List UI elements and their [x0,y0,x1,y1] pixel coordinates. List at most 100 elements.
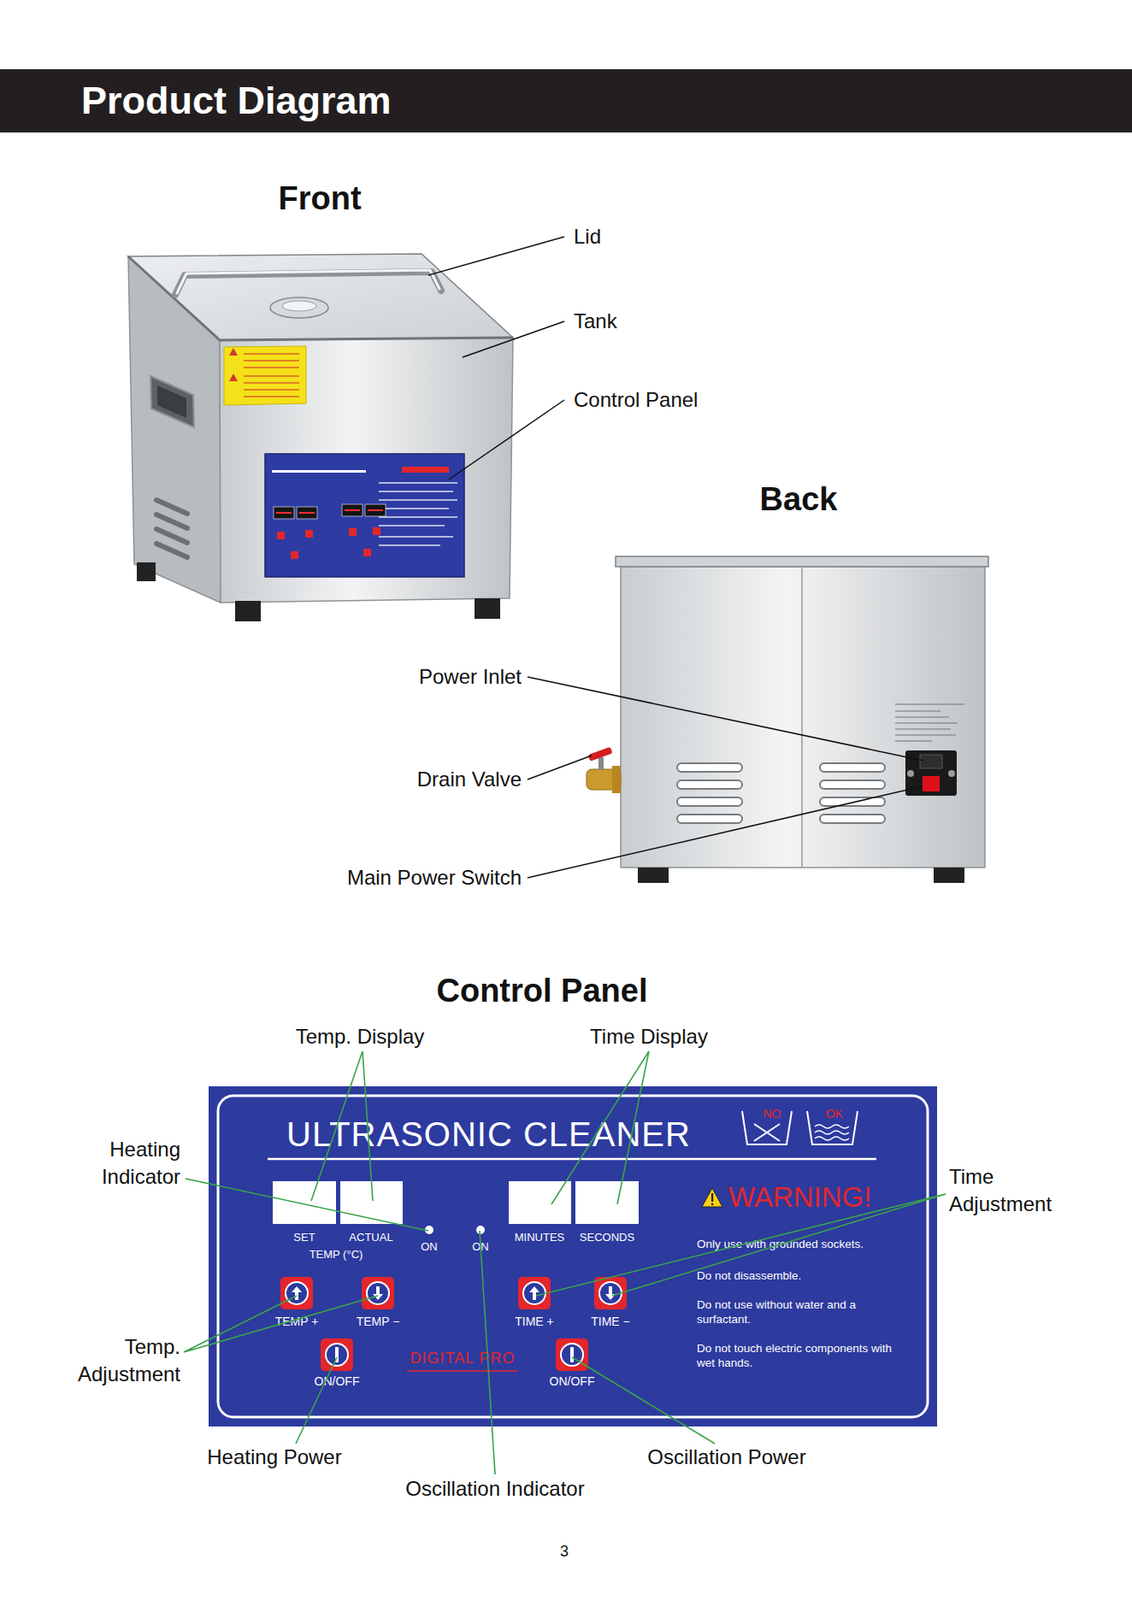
panel-text: Only use with grounded sockets. [696,1238,864,1253]
ok-tub-icon [807,1111,858,1145]
panel-text: SECONDS [579,1231,635,1245]
power-inlet-module [905,750,957,796]
drain-valve-handle [588,747,614,762]
lid-knob-top [282,300,317,312]
foot [933,867,965,884]
foot [136,562,156,582]
button-face [320,1338,354,1372]
sticker-icons [229,347,238,382]
lid-knob [270,297,329,319]
warning-triangle [701,1188,723,1208]
button-ring [285,1282,308,1305]
heating-power-button [320,1338,354,1372]
up-arrow [529,1286,540,1301]
down-arrow [372,1286,384,1301]
panel-text: Do not use without water and a surfactan… [696,1298,881,1328]
button-face [594,1277,627,1310]
leader-line [185,1179,429,1232]
part-label: Lid [573,224,602,250]
temp-down-button [361,1277,395,1310]
panel-leader-lines [183,1051,946,1475]
part-label: Temp. Adjustment [52,1333,181,1390]
panel-text: Do not touch electric components with we… [696,1342,896,1372]
part-label: Power Inlet [418,664,522,690]
mini-panel-print [401,466,449,473]
panel-text: TEMP + [275,1314,319,1331]
power-bar [570,1347,574,1363]
up-arrow [291,1286,302,1301]
section-heading: Control Panel [436,971,648,1013]
panel-text: ON [420,1240,438,1255]
oscillation-indicator-led [476,1226,485,1235]
power-bar [335,1347,339,1363]
tank-back [620,566,985,868]
button-ring [560,1344,584,1367]
mini-panel-print [271,470,366,473]
temp-display [272,1181,337,1225]
temp-display [340,1181,403,1225]
part-label: Heating Power [206,1444,342,1471]
panel-text: ULTRASONIC CLEANER [286,1113,691,1156]
panel-text: ON/OFF [549,1374,596,1391]
panel-text: WARNING! [728,1179,872,1215]
title-underline [267,1158,877,1162]
warning-mark [711,1203,714,1207]
front-tank [128,253,513,622]
control-panel: ULTRASONIC CLEANERNOOKWARNING!SETACTUALT… [208,1086,938,1427]
drain-valve-stem [598,757,604,771]
panel-seam [801,566,803,868]
title-band: Product Diagram [0,69,1132,133]
mini-button [290,551,299,560]
time-up-button [518,1277,551,1310]
part-label: Control Panel [573,387,698,413]
foot [474,598,501,620]
rating-label-print [895,704,965,742]
screw [948,770,956,778]
lid-handle [175,271,442,295]
leader-lines [428,236,924,879]
panel-text: SET [293,1231,315,1245]
page-number: 3 [560,1542,569,1563]
vent-slot [677,780,743,790]
vent-slot [819,780,885,790]
foot [235,601,261,622]
panel-text: MINUTES [514,1231,566,1245]
power-switch [922,776,940,792]
button-face [361,1277,395,1310]
leader-line [448,400,565,480]
leader-line [527,755,592,780]
tank-rim [615,556,989,567]
oscillation-power-button [555,1338,589,1372]
part-label: Oscillation Indicator [405,1476,584,1503]
leader-line [183,1296,378,1353]
screw [907,770,914,778]
panel-text: TIME − [590,1314,631,1331]
mini-display-digits [276,510,384,513]
time-down-button [594,1277,627,1310]
leader-line [479,1231,496,1475]
side-handle [150,376,195,428]
part-label: Heating Indicator [69,1136,181,1192]
vent-slot [819,797,885,807]
time-display [508,1181,572,1225]
part-label: Main Power Switch [347,865,522,891]
back-tank [586,556,989,884]
warning-mark [711,1193,714,1203]
leader-line [571,1357,715,1445]
lid-rim [128,256,513,341]
mini-button [277,531,285,540]
ok-water-waves [814,1125,849,1141]
leader-line [295,1357,337,1445]
panel-text: Do not disassemble. [696,1269,802,1285]
leader-line [311,1051,373,1202]
no-tub-icon [742,1111,792,1145]
heating-indicator-led [424,1226,434,1235]
side-vents [156,500,188,558]
warning-sticker [224,346,307,406]
part-label: Drain Valve [417,766,522,793]
leader-line [551,1051,649,1205]
button-face [280,1277,313,1310]
drain-valve-nut [612,766,621,794]
